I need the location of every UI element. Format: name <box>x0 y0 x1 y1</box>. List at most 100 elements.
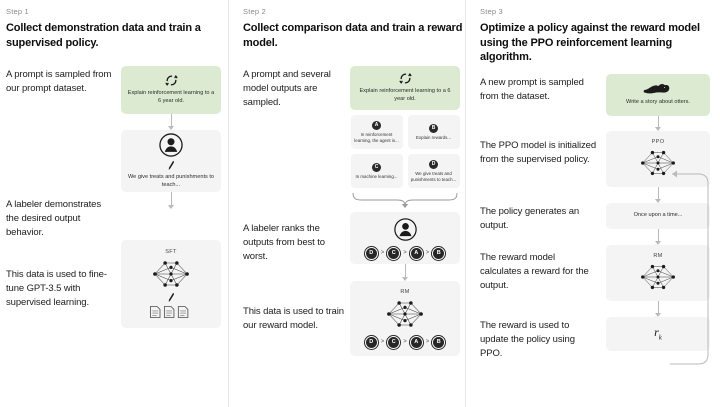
connector-arrow <box>653 228 663 245</box>
rm-tag: RM <box>400 288 410 295</box>
prompt-box: Explain reinforcement learning to a 6 ye… <box>121 66 221 114</box>
step-1-connector <box>114 192 228 209</box>
step-1-title: Collect demonstration data and train a s… <box>6 22 201 49</box>
step-3-caption-4: The reward model calculates a reward for… <box>480 251 589 291</box>
neural-network-icon <box>637 147 679 179</box>
prompt-box-text: Write a story about otters. <box>626 99 690 106</box>
model-outputs-grid: A In reinforcement learning, the agent i… <box>350 115 460 188</box>
sft-tag: SFT <box>165 249 177 255</box>
step-3-row-reward: The reward is used to update the policy … <box>480 316 720 361</box>
connector-arrow <box>166 192 176 209</box>
ppo-model-box: PPO <box>606 130 710 187</box>
sft-model-box: SFT <box>121 240 221 328</box>
rank-item: C <box>387 246 401 260</box>
step-3-visuals: Write a story about otters. <box>596 73 720 131</box>
step-3-caption-2: The PPO model is initialized from the su… <box>480 139 597 165</box>
step-3-row-output: The policy generates an output. Once upo… <box>480 202 720 245</box>
step-2-title: Collect comparison data and train a rewa… <box>243 22 463 49</box>
connector-arrow <box>653 300 663 317</box>
step-1-row-labeler: A labeler demonstrates the desired outpu… <box>6 192 228 240</box>
step-1-caption-3: This data is used to fine-tune GPT-3.5 w… <box>6 269 107 308</box>
step-1-visuals: Explain reinforcement learning to a 6 ye… <box>114 66 228 192</box>
rank-item: A <box>409 335 423 349</box>
output-option-c: C In machine learning... <box>350 154 403 188</box>
rank-separator: > <box>380 339 385 345</box>
step-1-row-prompt: A prompt is sampled from our prompt data… <box>6 66 228 192</box>
step-2-row-prompt: A prompt and several model outputs are s… <box>243 66 465 210</box>
step-3-output-visual: Once upon a time... <box>596 202 720 245</box>
prompt-box: Write a story about otters. <box>606 73 710 116</box>
step-3-caption-5: The reward is used to update the policy … <box>480 319 575 359</box>
person-icon <box>393 217 418 242</box>
connector-arrow <box>653 115 663 131</box>
policy-output-box: Once upon a time... <box>606 202 710 229</box>
step-2-label: Step 2 <box>243 7 266 16</box>
rank-item: D <box>364 335 378 349</box>
step-1-caption-2: A labeler demonstrates the desired outpu… <box>6 199 101 238</box>
option-letter: D <box>429 159 438 169</box>
step-2-ranking-visual: D > C > A > B <box>345 212 465 281</box>
step-1-column: Step 1 Collect demonstration data and tr… <box>0 0 228 407</box>
step-3-caption-3: The policy generates an output. <box>480 205 580 231</box>
step-3-row-prompt: A new prompt is sampled from the dataset… <box>480 73 720 131</box>
reward-symbol: rk <box>654 325 662 341</box>
rank-separator: > <box>425 339 430 345</box>
prompt-box-text: Explain reinforcement learning to a 6 ye… <box>127 90 215 104</box>
step-3-row-rm: The reward model calculates a reward for… <box>480 244 720 317</box>
step-2-caption-2: A labeler ranks the outputs from best to… <box>243 223 325 262</box>
otter-icon <box>643 82 673 96</box>
option-letter: B <box>429 123 438 133</box>
option-text: In machine learning... <box>355 173 398 179</box>
option-letter: C <box>372 162 381 172</box>
prompt-box-text: Explain reinforcement learning to a 6 ye… <box>359 88 451 102</box>
step-3-ppo-visual: PPO <box>596 130 720 203</box>
rank-item: B <box>432 335 446 349</box>
labeler-box: We give treats and punishments to teach.… <box>121 130 221 192</box>
step-2-row-ranking: A labeler ranks the outputs from best to… <box>243 212 465 281</box>
option-letter: A <box>372 120 381 130</box>
step-2-caption-3: This data is used to train our reward mo… <box>243 306 344 331</box>
neural-network-icon <box>149 257 193 291</box>
prompt-box: Explain reinforcement learning to a 6 ye… <box>350 66 460 110</box>
rank-item: A <box>409 246 423 260</box>
connector-arrow <box>400 264 410 281</box>
step-3-body: A new prompt is sampled from the dataset… <box>480 73 720 361</box>
refresh-icon <box>398 72 412 85</box>
ppo-tag: PPO <box>651 138 665 145</box>
output-option-b: B Explain rewards... <box>407 115 460 149</box>
labeler-box-text: We give treats and punishments to teach.… <box>127 174 215 188</box>
rank-separator: > <box>380 250 385 256</box>
pen-icon <box>167 292 176 303</box>
policy-output-text: Once upon a time... <box>633 211 683 218</box>
step-1-caption-1: A prompt is sampled from our prompt data… <box>6 69 112 94</box>
step-2-body: A prompt and several model outputs are s… <box>243 66 465 356</box>
rank-separator: > <box>403 339 407 345</box>
person-icon <box>158 132 184 158</box>
rank-separator: > <box>425 250 430 256</box>
labeler-ranking-box: D > C > A > B <box>350 212 460 264</box>
step-2-column: Step 2 Collect comparison data and train… <box>228 0 465 407</box>
step-2-row-rm: This data is used to train our reward mo… <box>243 281 465 356</box>
ranking-row: D > C > A > B <box>364 246 446 260</box>
step-3-row-ppo: The PPO model is initialized from the su… <box>480 130 720 203</box>
pen-icon <box>167 160 176 171</box>
rank-item: D <box>364 246 378 260</box>
step-2-caption-1: A prompt and several model outputs are s… <box>243 69 331 108</box>
documents-icon <box>149 305 193 319</box>
step-3-column: Step 3 Optimize a policy against the rew… <box>465 0 720 407</box>
neural-network-icon <box>637 261 679 293</box>
rank-item: B <box>432 246 446 260</box>
step-1-label: Step 1 <box>6 7 29 16</box>
option-text: In reinforcement learning, the agent is.… <box>354 131 399 143</box>
rm-tag: RM <box>653 252 663 259</box>
neural-network-icon <box>383 297 427 331</box>
step-2-rm-visual: RM <box>345 281 465 356</box>
option-text: Explain rewards... <box>416 134 451 140</box>
brace-collector-icon <box>350 190 460 210</box>
reward-model-box: RM <box>606 244 710 301</box>
connector-arrow <box>166 114 176 130</box>
rank-item: C <box>387 335 401 349</box>
reward-value-box: rk <box>606 316 710 351</box>
step-3-caption-1: A new prompt is sampled from the dataset… <box>480 76 584 102</box>
